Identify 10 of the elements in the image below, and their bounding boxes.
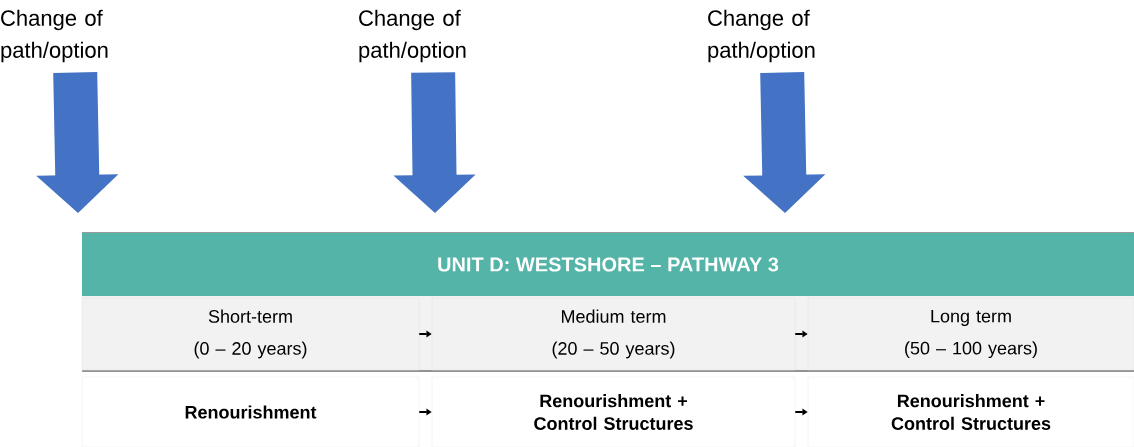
title-band: UNIT D: WESTSHORE – PATHWAY 3 bbox=[82, 233, 1134, 296]
measure-label: Renourishment bbox=[81, 376, 420, 447]
term-label: Medium term (20 – 50 years) bbox=[431, 297, 796, 371]
term-label: Short-term (0 – 20 years) bbox=[81, 297, 420, 371]
measure-label: Renourishment + Control Structures bbox=[431, 376, 796, 447]
caption-text: Change of path/option bbox=[359, 9, 466, 63]
term-label: Long term (50 – 100 years) bbox=[807, 297, 1134, 371]
measure-label: Renourishment + Control Structures bbox=[807, 376, 1134, 447]
caption-text: Change of path/option bbox=[1, 9, 108, 63]
caption-text: Change of path/option bbox=[708, 9, 815, 63]
